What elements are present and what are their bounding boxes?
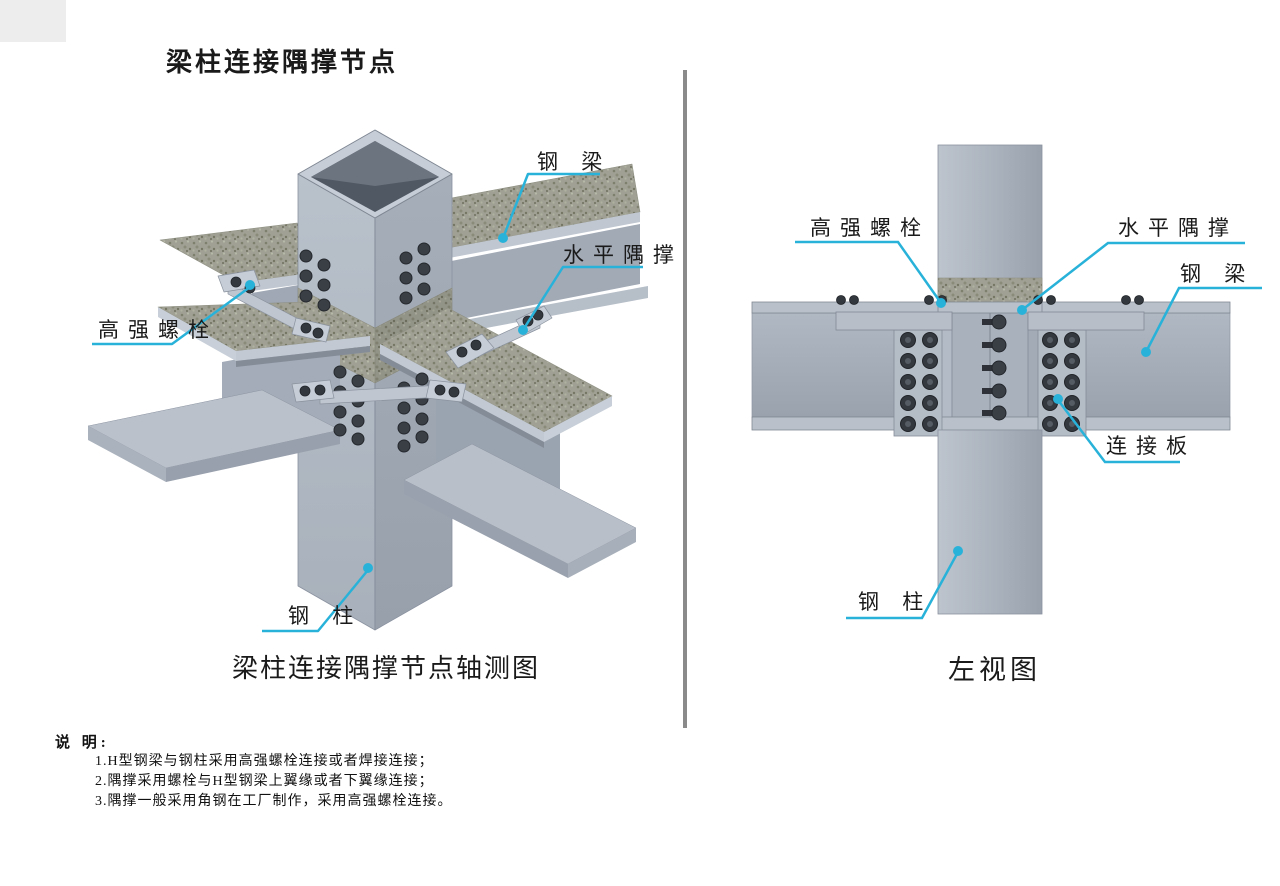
leader-dots-left-view xyxy=(245,233,528,573)
notes-block: 说 明: 1.H型钢梁与钢柱采用高强螺栓连接或者焊接连接； 2.隅撑采用螺栓与H… xyxy=(55,731,453,812)
label-high-strength-bolt-right: 高强螺栓 xyxy=(810,216,930,240)
leader-high-strength-bolt xyxy=(795,240,943,304)
note-item-2: 2.隅撑采用螺栓与H型钢梁上翼缘或者下翼缘连接； xyxy=(95,774,434,789)
label-steel-beam-right: 钢 梁 xyxy=(1180,262,1255,286)
bolt-group-column-faces xyxy=(299,242,431,453)
leader-connection-plate xyxy=(1057,399,1180,464)
knee-brace-left xyxy=(217,269,331,343)
leader-dots-right-view xyxy=(936,298,1151,556)
horizontal-brace-bar-right xyxy=(1027,311,1145,331)
bolt-heads-top-flange xyxy=(836,295,1144,305)
label-connection-plate: 连接板 xyxy=(1106,434,1196,458)
label-horizontal-brace-left: 水平隅撑 xyxy=(563,243,683,267)
steel-beam-top-flange xyxy=(751,301,1231,314)
leader-high-strength-bolt xyxy=(92,285,251,346)
leader-steel-column xyxy=(846,551,960,620)
leader-steel-beam xyxy=(501,172,600,239)
knee-brace-front xyxy=(291,379,467,405)
notes-heading: 说 明: xyxy=(55,735,110,751)
caption-side-view: 左视图 xyxy=(948,655,1041,685)
steel-beam-bottom-flange xyxy=(751,416,1231,431)
steel-column-lower xyxy=(937,429,1043,615)
bolt-grid-left xyxy=(900,332,938,432)
note-item-3: 3.隅撑一般采用角钢在工厂制作，采用高强螺栓连接。 xyxy=(95,794,453,809)
label-steel-column-right: 钢 柱 xyxy=(858,590,933,614)
leader-horizontal-brace xyxy=(521,265,643,331)
bolt-grid-right xyxy=(1042,332,1080,432)
leader-horizontal-brace xyxy=(1021,241,1245,311)
leader-lines-right-view xyxy=(795,240,1262,620)
note-item-1: 1.H型钢梁与钢柱采用高强螺栓连接或者焊接连接； xyxy=(95,754,434,769)
horizontal-brace-bar-left xyxy=(835,311,953,331)
label-horizontal-brace-right: 水平隅撑 xyxy=(1118,216,1238,240)
leader-steel-column xyxy=(262,569,369,633)
page-title: 梁柱连接隅撑节点 xyxy=(166,48,399,77)
scan-artifact xyxy=(0,0,66,42)
axonometric-view xyxy=(87,129,648,633)
bolt-column-web-splice xyxy=(982,314,1007,421)
caption-axonometric: 梁柱连接隅撑节点轴测图 xyxy=(232,654,541,683)
label-high-strength-bolt-left: 高强螺栓 xyxy=(98,318,218,342)
side-view xyxy=(751,144,1262,620)
label-steel-column-left: 钢 柱 xyxy=(288,604,363,628)
column-texture-band-side xyxy=(937,277,1043,303)
steel-column-upper xyxy=(937,144,1043,303)
leader-steel-beam xyxy=(1144,286,1262,353)
label-steel-beam-left: 钢 梁 xyxy=(537,150,612,174)
leader-lines-left-view xyxy=(92,172,643,633)
